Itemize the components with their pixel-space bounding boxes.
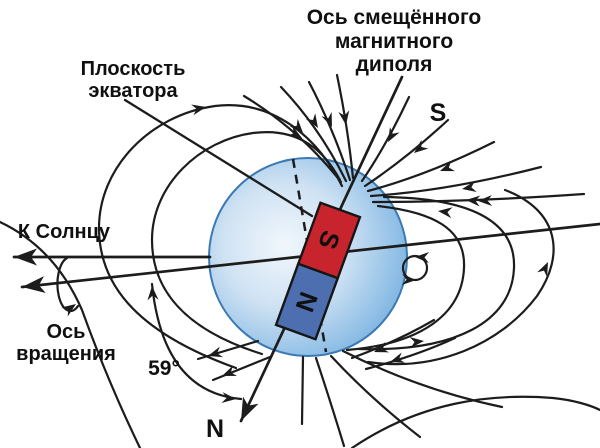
barb-arrowhead-icon: [388, 127, 400, 142]
field-line-bottom-2: [329, 354, 422, 439]
field-line-bottom-vertical: [300, 355, 305, 426]
field-line-bottom-3: [341, 349, 504, 409]
field-line-right-loop-3: [366, 188, 555, 366]
barb-arrowhead-icon: [222, 365, 238, 376]
field-line-top-8: [369, 165, 543, 198]
barb-arrowhead-icon: [289, 118, 303, 133]
angle-arc: [150, 282, 243, 401]
barb-arrowhead-icon: [414, 139, 429, 153]
field-line-top-3: [307, 80, 352, 182]
rotation-axis-label-line2: вращения: [16, 343, 116, 365]
bar-magnet: S N: [274, 201, 362, 341]
dipole-north-pole-label: N: [206, 415, 224, 443]
barb-arrowhead-icon: [321, 111, 332, 127]
barb-arrowhead-icon: [401, 274, 416, 286]
field-line-left-loop-1: [150, 131, 342, 356]
field-line-left-loop-2: [97, 104, 344, 370]
barb-arrowhead-icon: [287, 126, 302, 138]
equator-leader-line: [123, 98, 314, 218]
labels-layer: Ось смещённого магнитного диполя Плоскос…: [16, 6, 481, 443]
barb-arrowhead-icon: [440, 160, 456, 172]
barb-arrowhead-icon: [478, 195, 493, 207]
field-line-bottomright-long: [350, 395, 600, 448]
angle-value-label: 59°: [148, 357, 180, 380]
barb-arrowhead-icon: [191, 104, 206, 116]
barb-arrowhead-icon: [537, 262, 548, 278]
barb-arrowhead-icon: [390, 352, 406, 363]
barb-arrowhead-icon: [438, 207, 453, 219]
field-line-right-loop-2: [357, 195, 516, 351]
field-line-bottom-1: [314, 356, 346, 448]
field-line-top-4: [335, 73, 355, 180]
dipole-axis-label-line1: Ось смещённого: [307, 6, 482, 29]
field-line-bottomright-in-1: [350, 318, 436, 360]
barb-arrowhead-icon: [208, 346, 223, 358]
field-line-right-loop-1: [345, 204, 466, 352]
solid-arrowhead-icon: [22, 276, 46, 294]
arrowheads-layer: [14, 104, 548, 421]
dipole-axis-label-line3: диполя: [356, 53, 433, 76]
dipole-axis-label-line2: магнитного: [335, 30, 453, 53]
barb-arrowhead-icon: [466, 195, 481, 207]
field-line-top-2: [279, 85, 348, 183]
rotation-axis-label-line1: Ось: [47, 321, 86, 343]
field-line-top-7: [366, 140, 496, 193]
field-line-top-6: [363, 118, 450, 188]
dipole-south-pole-label: S: [430, 99, 447, 127]
barb-arrowhead-icon: [415, 251, 430, 263]
field-line-bottomleft-2: [211, 355, 272, 382]
magnet-north-half: [274, 262, 340, 341]
barb-arrowhead-icon: [305, 113, 318, 128]
field-line-top-5: [360, 95, 411, 183]
solid-arrowhead-icon: [241, 396, 259, 421]
barb-arrowhead-icon: [338, 110, 350, 125]
field-line-bottomright-in-2: [364, 336, 457, 371]
rotation-direction-loop: [56, 256, 80, 313]
barb-arrowhead-icon: [374, 342, 390, 353]
barb-arrowhead-icon: [147, 286, 159, 301]
barb-arrowhead-icon: [409, 336, 424, 348]
barb-arrowhead-icon: [462, 181, 477, 192]
field-line-left-loop-3: [0, 220, 142, 448]
solid-arrowhead-icon: [14, 248, 37, 266]
barb-arrowhead-icon: [61, 304, 76, 317]
barb-arrowhead-icon: [221, 392, 236, 404]
equator-plane-label-line1: Плоскость: [81, 58, 186, 80]
to-sun-label: К Солнцу: [18, 221, 111, 243]
equator-plane-label-line2: экватора: [88, 80, 178, 102]
